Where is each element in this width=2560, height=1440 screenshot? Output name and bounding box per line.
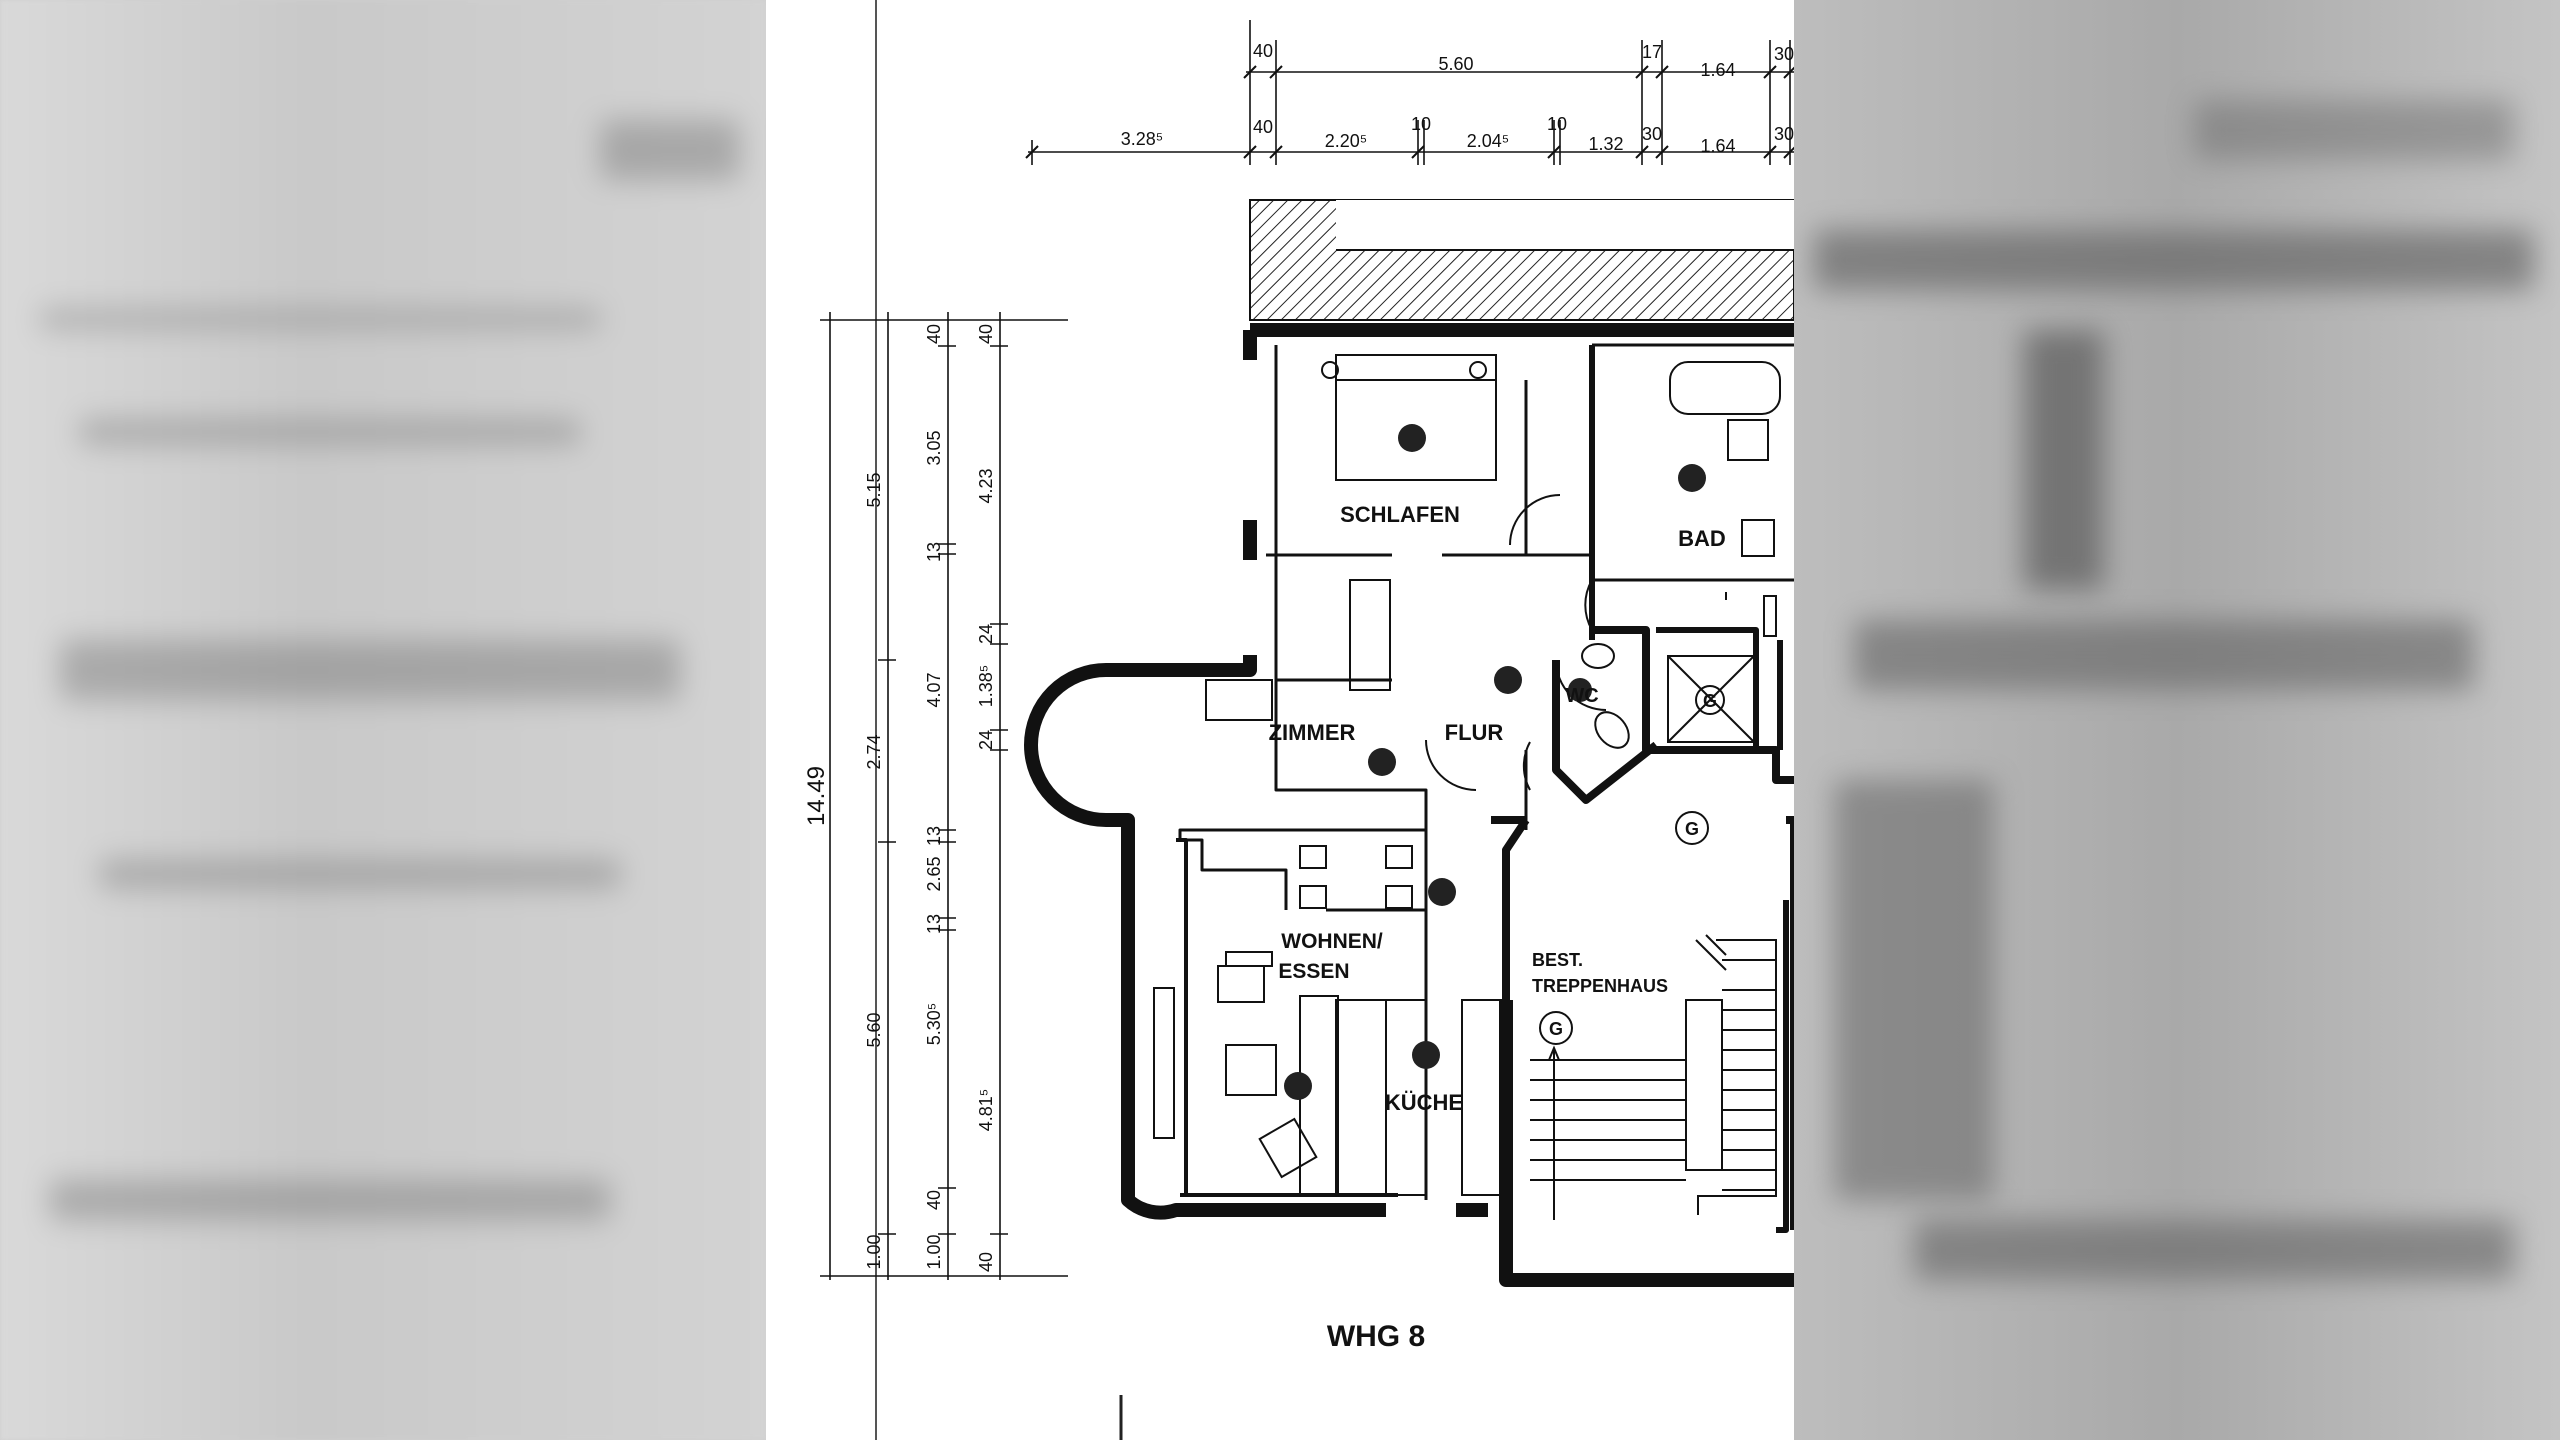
dim-10b: 10 [1547,114,1567,134]
top-dimension-lines [1028,20,1794,165]
top-dimension-labels: 40 5.60 17 1.64 30 3.28⁵ 40 2.20⁵ 10 2.0… [1121,41,1794,156]
dim-13c: 13 [924,914,944,934]
lamp-sofa [1284,1072,1312,1100]
g-label-landing: G [1685,819,1699,839]
dim-24a: 24 [976,624,996,644]
stair-treads [1530,934,1776,1191]
room-label-kueche: KÜCHE [1385,1090,1463,1115]
g-symbol-shaft [1695,685,1725,715]
dim-40d: 40 [924,1190,944,1210]
dim-274: 2.74 [864,734,884,769]
top-dimension-ticks [1025,65,1794,159]
room-label-stair-1: BEST. [1532,950,1583,970]
dim-10a: 10 [1411,114,1431,134]
dim-2045: 2.04⁵ [1467,131,1510,151]
dim-132: 1.32 [1588,134,1623,154]
furniture [1153,354,1781,1220]
g-label-shaft: G [1703,691,1717,711]
dim-40e: 40 [976,324,996,344]
dim-100b: 1.00 [924,1234,944,1269]
g-symbol-stair [1539,1011,1573,1045]
dim-407: 4.07 [924,672,944,707]
dim-30b: 30 [1774,124,1794,144]
left-dimension-labels: 14.49 5.15 2.74 5.60 1.00 40 3.05 13 4.0… [803,324,996,1272]
left-dimension-lines [820,312,1068,1280]
room-label-wohnen: WOHNEN/ [1281,930,1383,953]
lamp-zimmer [1368,748,1396,776]
dim-1385: 1.38⁵ [976,665,996,708]
dim-2205: 2.20⁵ [1325,131,1368,151]
lamp-kueche [1412,1041,1440,1069]
room-label-schlafen: SCHLAFEN [1340,502,1460,527]
dim-560: 5.60 [864,1012,884,1047]
blurred-background-right [1794,0,2560,1440]
lamp-wohnen [1428,878,1456,906]
dim-13a: 13 [924,542,944,562]
plan-title: WHG 8 [1327,1320,1425,1353]
room-label-bad: BAD [1678,526,1726,551]
dim-24b: 24 [976,730,996,750]
lamp-flur [1494,666,1522,694]
lamp-bad [1678,464,1706,492]
dim-13b: 13 [924,826,944,846]
gas-symbols [1539,685,1725,1045]
room-labels: SCHLAFEN BAD WC FLUR ZIMMER WOHNEN/ ESSE… [1269,502,1726,1115]
dim-164b: 1.64 [1700,136,1735,156]
room-label-wc: WC [1565,685,1598,707]
dim-100a: 1.00 [864,1234,884,1269]
room-label-flur: FLUR [1445,720,1504,745]
dim-5305: 5.30⁵ [924,1003,944,1046]
dim-40b: 40 [1253,117,1273,137]
dim-top-560: 5.60 [1438,54,1473,74]
floor-plan-sheet: 40 5.60 17 1.64 30 3.28⁵ 40 2.20⁵ 10 2.0… [766,0,1794,1440]
dim-30a: 30 [1642,124,1662,144]
lamp-schlafen [1398,424,1426,452]
dim-3285: 3.28⁵ [1121,129,1164,149]
room-label-stair-2: TREPPENHAUS [1532,976,1668,996]
lamp-wc [1568,678,1592,702]
g-symbol-landing [1675,811,1709,845]
dim-top-17: 17 [1642,42,1662,62]
room-label-zimmer: ZIMMER [1269,720,1356,745]
dim-top-30: 30 [1774,44,1794,64]
ceiling-lamps [1284,424,1706,1100]
floor-plan-drawing: 40 5.60 17 1.64 30 3.28⁵ 40 2.20⁵ 10 2.0… [803,0,1794,1440]
dim-305: 3.05 [924,430,944,465]
room-label-essen: ESSEN [1278,960,1349,983]
dim-4815: 4.81⁵ [976,1089,996,1132]
dim-40c: 40 [924,324,944,344]
g-label-stair: G [1549,1019,1563,1039]
dim-top-40: 40 [1253,41,1273,61]
kitchen-counters [1335,999,1503,1196]
dim-265: 2.65 [924,856,944,891]
dim-423: 4.23 [976,468,996,503]
dim-40f: 40 [976,1252,996,1272]
dim-1449: 14.49 [803,766,830,826]
blurred-background-left [0,0,766,1440]
dim-515: 5.15 [864,472,884,507]
dim-top-164: 1.64 [1700,60,1735,80]
